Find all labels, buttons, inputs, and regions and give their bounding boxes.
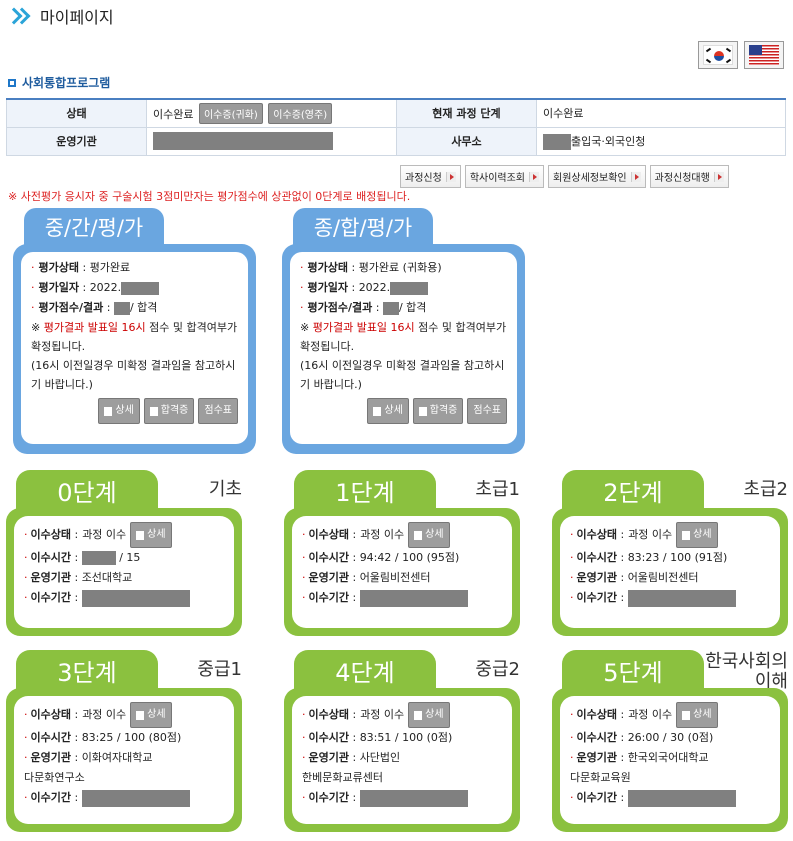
section-header: 사회통합프로그램 bbox=[8, 74, 110, 91]
document-icon bbox=[149, 406, 158, 416]
section-title: 사회통합프로그램 bbox=[22, 76, 111, 90]
arrow-right-icon bbox=[713, 171, 724, 182]
stage-level-line: 초급2 bbox=[743, 479, 788, 500]
stage-level-line: 이해 bbox=[754, 671, 788, 692]
stage-detail-button[interactable]: 상세 bbox=[408, 522, 450, 548]
eval-detail-button[interactable]: 상세 bbox=[98, 398, 140, 424]
page-title: 마이페이지 bbox=[40, 8, 114, 27]
eval-box: ·평가상태 : 평가완료 (귀화용) ·평가일자 : 2022. ·평가점수/결… bbox=[282, 244, 525, 454]
program-info-table: 상태 이수완료 이수증(귀화) 이수증(영주) 현재 과정 단계 이수완료 운영… bbox=[6, 98, 786, 156]
current-stage-label: 현재 과정 단계 bbox=[396, 98, 537, 128]
office-cell: 출입국·외국인청 bbox=[536, 126, 786, 156]
course-apply-proxy-button[interactable]: 과정신청대행 bbox=[649, 165, 729, 188]
status-cell: 이수완료 이수증(귀화) 이수증(영주) bbox=[146, 98, 397, 128]
document-icon bbox=[104, 406, 113, 416]
academic-history-button[interactable]: 학사이력조회 bbox=[464, 165, 545, 188]
document-icon bbox=[414, 710, 423, 720]
certificate-residence-button[interactable]: 이수증(영주) bbox=[268, 102, 333, 124]
english-language-button[interactable] bbox=[744, 41, 784, 69]
stage-tab: 2단계 bbox=[562, 470, 704, 510]
page-header: 마이페이지 bbox=[8, 4, 114, 28]
stage-tab: 5단계 bbox=[562, 650, 704, 690]
document-icon bbox=[682, 530, 691, 540]
redacted-block bbox=[543, 133, 571, 150]
course-apply-button[interactable]: 과정신청 bbox=[400, 165, 461, 188]
stage-detail-button[interactable]: 상세 bbox=[408, 702, 450, 728]
document-icon bbox=[418, 406, 427, 416]
stage-level-line: 중급1 bbox=[197, 659, 242, 680]
eval-detail-button[interactable]: 상세 bbox=[367, 398, 409, 424]
stage-level-line: 한국사회의 bbox=[705, 651, 788, 672]
eval-tab: 중/간/평/가 bbox=[24, 208, 164, 246]
document-icon bbox=[136, 530, 145, 540]
eval-scoresheet-button[interactable]: 점수표 bbox=[198, 398, 238, 424]
eval-content: ·평가상태 : 평가완료 ·평가일자 : 2022. ·평가점수/결과 : / … bbox=[21, 252, 248, 444]
office-label: 사무소 bbox=[396, 126, 537, 156]
stage-detail-button[interactable]: 상세 bbox=[130, 702, 172, 728]
stage-level-line: 초급1 bbox=[475, 479, 520, 500]
document-icon bbox=[136, 710, 145, 720]
arrow-right-icon bbox=[630, 171, 641, 182]
eval-scoresheet-button[interactable]: 점수표 bbox=[467, 398, 507, 424]
stage-tab: 0단계 bbox=[16, 470, 158, 510]
stage-detail-button[interactable]: 상세 bbox=[676, 522, 718, 548]
stage-detail-button[interactable]: 상세 bbox=[130, 522, 172, 548]
action-buttons: 과정신청 학사이력조회 회원상세정보확인 과정신청대행 bbox=[400, 165, 729, 188]
office-value: 출입국·외국인청 bbox=[571, 134, 646, 148]
status-value: 이수완료 bbox=[153, 107, 194, 121]
square-bullet-icon bbox=[8, 78, 16, 87]
stage-level: 기초 bbox=[146, 480, 242, 500]
stage-level: 중급1 bbox=[146, 660, 242, 680]
eval-certificate-button[interactable]: 합격증 bbox=[412, 398, 464, 424]
stage-tab: 3단계 bbox=[16, 650, 158, 690]
document-icon bbox=[414, 530, 423, 540]
us-flag-icon bbox=[749, 45, 779, 65]
stage-level: 중급2 bbox=[424, 660, 520, 680]
eval-tab: 종/합/평/가 bbox=[293, 208, 433, 246]
document-icon bbox=[373, 406, 382, 416]
notice-text: ※ 사전평가 응시자 중 구술시험 3점미만자는 평가점수에 상관없이 0단계로… bbox=[8, 190, 411, 203]
eval-box: ·평가상태 : 평가완료 ·평가일자 : 2022. ·평가점수/결과 : / … bbox=[13, 244, 256, 454]
member-details-button[interactable]: 회원상세정보확인 bbox=[548, 165, 646, 188]
stage-level-line: 기초 bbox=[208, 479, 242, 500]
redacted-block bbox=[153, 132, 333, 150]
stage-level-line: 중급2 bbox=[475, 659, 520, 680]
arrow-right-icon bbox=[445, 171, 456, 182]
stage-detail-button[interactable]: 상세 bbox=[676, 702, 718, 728]
korean-language-button[interactable] bbox=[698, 41, 738, 69]
org-label: 운영기관 bbox=[6, 126, 147, 156]
korea-flag-icon bbox=[703, 45, 733, 65]
double-chevron-icon bbox=[8, 8, 30, 24]
eval-content: ·평가상태 : 평가완료 (귀화용) ·평가일자 : 2022. ·평가점수/결… bbox=[290, 252, 517, 444]
stage-level: 초급2 bbox=[692, 480, 788, 500]
stage-tab: 1단계 bbox=[294, 470, 436, 510]
stage-level: 초급1 bbox=[424, 480, 520, 500]
certificate-naturalization-button[interactable]: 이수증(귀화) bbox=[198, 102, 263, 124]
org-cell bbox=[146, 126, 397, 156]
arrow-right-icon bbox=[529, 171, 540, 182]
document-icon bbox=[682, 710, 691, 720]
current-stage-value: 이수완료 bbox=[536, 98, 786, 128]
eval-certificate-button[interactable]: 합격증 bbox=[143, 398, 195, 424]
status-label: 상태 bbox=[6, 98, 147, 128]
stage-tab: 4단계 bbox=[294, 650, 436, 690]
